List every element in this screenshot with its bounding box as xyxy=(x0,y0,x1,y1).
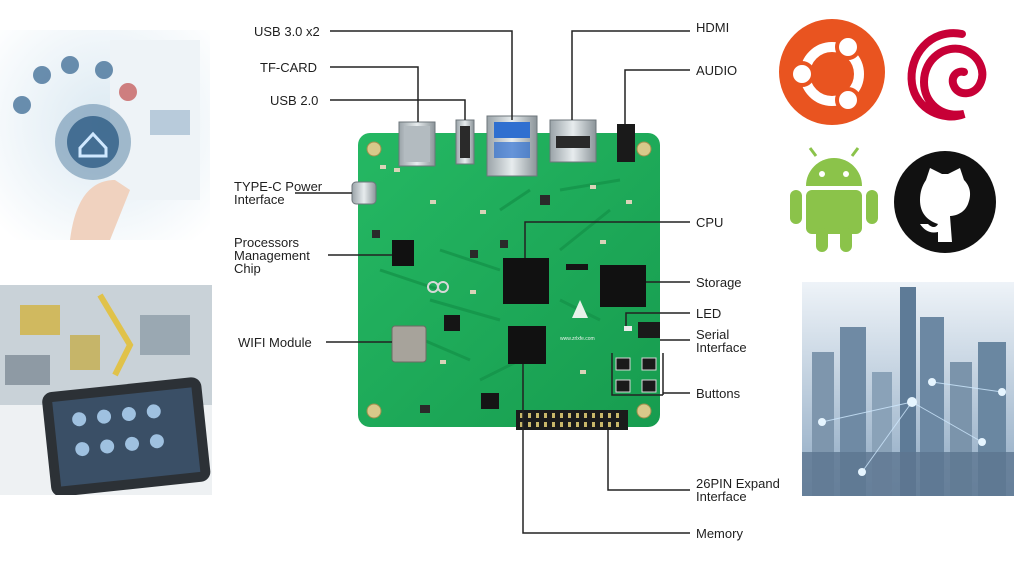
label-storage: Storage xyxy=(696,275,742,290)
label-typec-power: TYPE-C Power Interface xyxy=(234,179,323,207)
label-memory: Memory xyxy=(696,526,743,541)
label-usb3: USB 3.0 x2 xyxy=(254,24,320,39)
android-logo xyxy=(786,146,882,254)
label-serial-interface: Serial Interface xyxy=(696,327,747,355)
debian-logo xyxy=(900,22,1000,126)
label-audio: AUDIO xyxy=(696,63,738,78)
label-wifi-module: WIFI Module xyxy=(238,335,312,350)
label-hdmi: HDMI xyxy=(696,20,730,35)
label-cpu: CPU xyxy=(696,215,724,230)
label-tf-card: TF-CARD xyxy=(260,60,318,75)
smart-city-photo xyxy=(802,282,1014,496)
label-led: LED xyxy=(696,306,722,321)
board-silk-brand: www.zrlxfe.com xyxy=(560,336,595,342)
smart-home-photo xyxy=(0,30,210,240)
github-logo xyxy=(892,150,998,254)
ubuntu-logo xyxy=(778,18,886,126)
label-26pin-expand: 26PIN Expand Interface xyxy=(696,476,780,504)
label-buttons: Buttons xyxy=(696,386,741,401)
label-usb2: USB 2.0 xyxy=(270,93,319,108)
label-pmic: Processors Management Chip xyxy=(234,235,310,276)
industrial-tablet-photo xyxy=(0,285,212,495)
